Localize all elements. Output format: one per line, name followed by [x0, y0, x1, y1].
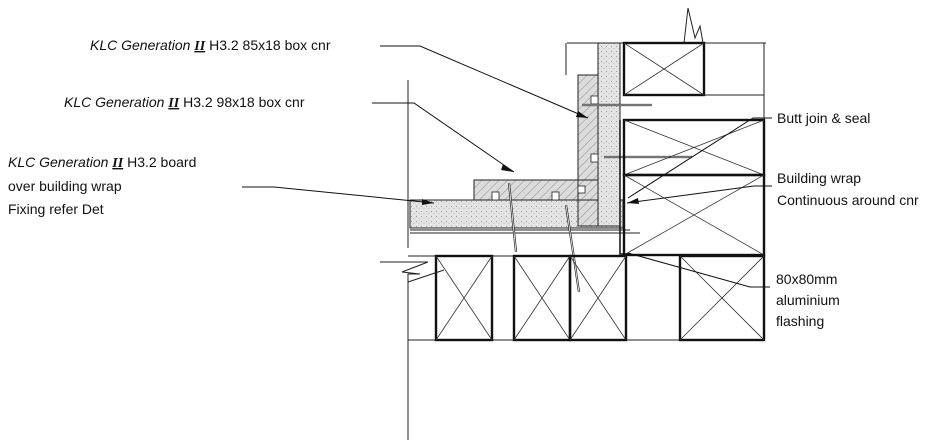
nails [507, 103, 692, 293]
vertical-board [597, 42, 621, 227]
label-flashing-line2: aluminium [776, 292, 840, 308]
box-corner-85 [577, 74, 599, 227]
top-break-mark [683, 7, 766, 44]
label-board-line1: KLC Generation II H3.2 board [8, 154, 196, 171]
framing-studs-bottom [408, 254, 766, 342]
label-board-line2: over building wrap [8, 178, 122, 194]
label-box-corner-85: KLC Generation II H3.2 85x18 box cnr [90, 37, 331, 54]
label-board-line3: Fixing refer Det [8, 201, 104, 217]
framing-studs-right [565, 41, 766, 257]
left-wall [380, 80, 445, 440]
label-butt-join: Butt join & seal [777, 110, 870, 126]
label-wrap-line2: Continuous around cnr [777, 192, 919, 208]
labels: KLC Generation II H3.2 85x18 box cnr KLC… [8, 37, 919, 329]
label-flashing-line1: 80x80mm [776, 271, 837, 287]
left-break-mark [380, 261, 445, 283]
label-flashing-line3: flashing [776, 313, 824, 329]
aluminium-flashing [619, 120, 630, 255]
label-box-corner-98: KLC Generation II H3.2 98x18 box cnr [64, 94, 305, 111]
top-break [567, 7, 766, 44]
label-wrap-line1: Building wrap [777, 170, 861, 186]
leader-lines [242, 45, 772, 288]
box-corner-98 [473, 179, 581, 201]
